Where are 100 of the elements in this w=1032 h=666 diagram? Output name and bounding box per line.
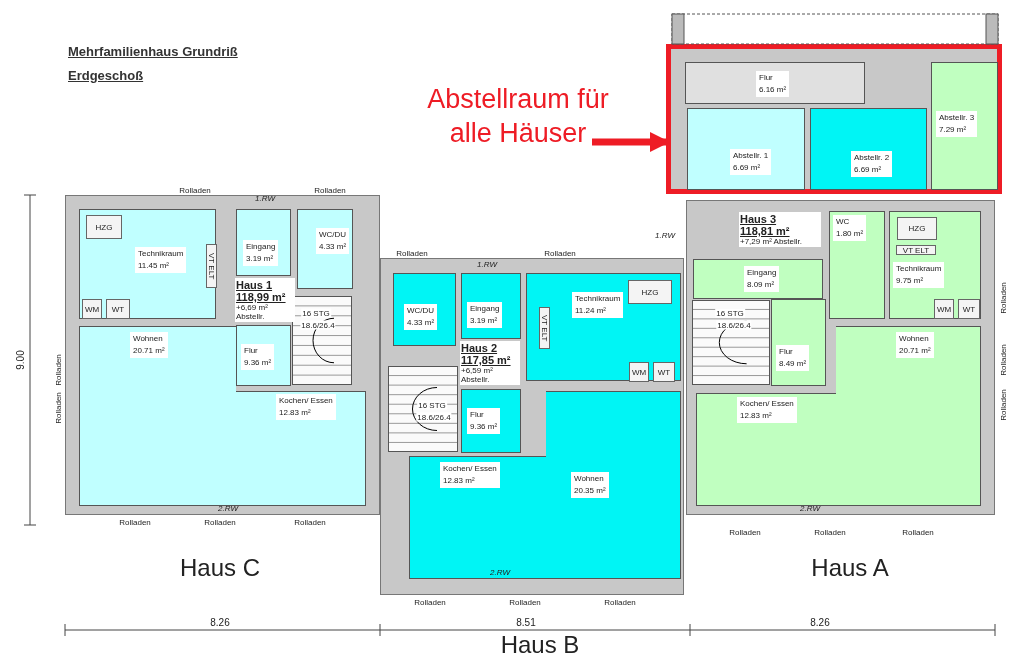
room-label: Wohnen 20.35 m² xyxy=(571,472,609,498)
room xyxy=(526,273,681,381)
shutter-label: Rolladen xyxy=(119,517,151,527)
annotation: Abstellraum für alle Häuser xyxy=(410,80,626,162)
door-label: 1.RW xyxy=(655,230,675,240)
room-label: WC/DU 4.33 m² xyxy=(316,228,350,254)
room-label: WC/DU 4.33 m² xyxy=(404,304,438,330)
room xyxy=(79,326,236,506)
room-label: Flur 8.49 m² xyxy=(776,345,810,371)
room-label: Abstellr. 2 6.69 m² xyxy=(851,151,893,177)
room-label: WC 1.80 m² xyxy=(833,215,867,241)
house-area-label: Haus 1 118,99 m² +6,69 m² Abstellr. xyxy=(235,278,295,322)
appliance-box: HZG xyxy=(628,280,672,304)
shutter-label: Rolladen xyxy=(998,389,1008,421)
shutter-label: Rolladen xyxy=(998,282,1008,314)
room xyxy=(696,393,836,506)
room-label: Abstellr. 3 7.29 m² xyxy=(936,111,978,137)
house-floor-plan xyxy=(686,200,995,515)
stair-label: 18.6/26.4 xyxy=(416,412,452,422)
room xyxy=(829,211,885,319)
room xyxy=(685,62,865,104)
shutter-label: Rolladen xyxy=(396,248,428,258)
room-label: Eingang 8.09 m² xyxy=(744,266,780,292)
dimension-label: 8.26 xyxy=(210,616,230,628)
room-label: Flur 9.36 m² xyxy=(467,408,501,434)
room-label: Flur 9.36 m² xyxy=(241,344,275,370)
room-label: Kochen/ Essen 12.83 m² xyxy=(276,394,336,420)
room-label: Technikraum 11.45 m² xyxy=(135,247,187,273)
shutter-label: Rolladen xyxy=(314,185,346,195)
house-area-label: Haus 2 117,85 m² +6,59 m² Abstellr. xyxy=(460,341,520,385)
room xyxy=(687,108,805,190)
appliance-box: VT ELT xyxy=(539,307,550,349)
room xyxy=(546,391,681,579)
storage-building xyxy=(666,44,1002,194)
shutter-label: Rolladen xyxy=(729,527,761,537)
shutter-label: Rolladen xyxy=(814,527,846,537)
appliance-box: WM xyxy=(82,299,102,319)
stair-label: 16 STG xyxy=(417,400,447,410)
stair-label: 18.6/26.4 xyxy=(716,320,752,330)
room xyxy=(771,299,826,386)
room xyxy=(693,259,823,299)
room xyxy=(931,62,998,190)
room-label: Kochen/ Essen 12.83 m² xyxy=(737,397,797,423)
dimension-label: 8.51 xyxy=(516,616,536,628)
window-label: 2.RW xyxy=(218,503,238,513)
room xyxy=(236,391,366,506)
room-label: Eingang 3.19 m² xyxy=(243,240,279,266)
room xyxy=(836,326,981,506)
dimension-label: 9.00 xyxy=(14,350,26,370)
stair-label: 16 STG xyxy=(715,308,745,318)
room xyxy=(393,273,456,346)
house-name: Haus C xyxy=(180,554,260,582)
appliance-box: HZG xyxy=(897,217,937,240)
shutter-label: Rolladen xyxy=(544,248,576,258)
house-area-label: Haus 3 118,81 m² +7,29 m² Abstellr. xyxy=(739,212,821,247)
house-floor-plan xyxy=(380,258,684,595)
room xyxy=(409,456,546,579)
window-label: 2.RW xyxy=(490,567,510,577)
room-label: Technikraum 9.75 m² xyxy=(893,262,945,288)
shutter-label: Rolladen xyxy=(53,392,63,424)
window-label: 2.RW xyxy=(800,503,820,513)
room-label: Kochen/ Essen 12.83 m² xyxy=(440,462,500,488)
room xyxy=(889,211,981,319)
shutter-label: Rolladen xyxy=(53,354,63,386)
room-label: Abstellr. 1 6.69 m² xyxy=(730,149,772,175)
room-label: Eingang 3.19 m² xyxy=(467,302,503,328)
shutter-label: Rolladen xyxy=(414,597,446,607)
dimension-label: 8.26 xyxy=(810,616,830,628)
room xyxy=(297,209,353,289)
shutter-label: Rolladen xyxy=(998,344,1008,376)
room xyxy=(461,273,521,339)
room-label: Flur 6.16 m² xyxy=(756,71,790,97)
appliance-box: WT xyxy=(958,299,980,319)
room-label: Wohnen 20.71 m² xyxy=(896,332,934,358)
shutter-label: Rolladen xyxy=(509,597,541,607)
room-label: Wohnen 20.71 m² xyxy=(130,332,168,358)
shutter-label: Rolladen xyxy=(294,517,326,527)
appliance-box: VT ELT xyxy=(896,245,936,255)
door-label: 1.RW xyxy=(477,259,497,269)
room xyxy=(461,389,521,453)
appliance-box: HZG xyxy=(86,215,122,239)
title: Mehrfamilienhaus Grundriß Erdgeschoß xyxy=(68,43,239,85)
stair-label: 18.6/26.4 xyxy=(300,320,336,330)
appliance-box: WM xyxy=(629,362,649,382)
room xyxy=(236,209,291,276)
house-name: Haus B xyxy=(500,631,580,659)
appliance-box: VT ELT xyxy=(206,244,217,288)
shutter-label: Rolladen xyxy=(902,527,934,537)
door-label: 1.RW xyxy=(255,193,275,203)
appliance-box: WT xyxy=(106,299,130,319)
shutter-label: Rolladen xyxy=(204,517,236,527)
stair-label: 16 STG xyxy=(301,308,331,318)
appliance-box: WT xyxy=(653,362,675,382)
shutter-label: Rolladen xyxy=(604,597,636,607)
room xyxy=(79,209,216,319)
house-floor-plan xyxy=(65,195,380,515)
room xyxy=(236,325,291,386)
room xyxy=(810,108,927,190)
room-label: Technikraum 11.24 m² xyxy=(572,292,624,318)
house-name: Haus A xyxy=(811,554,889,582)
